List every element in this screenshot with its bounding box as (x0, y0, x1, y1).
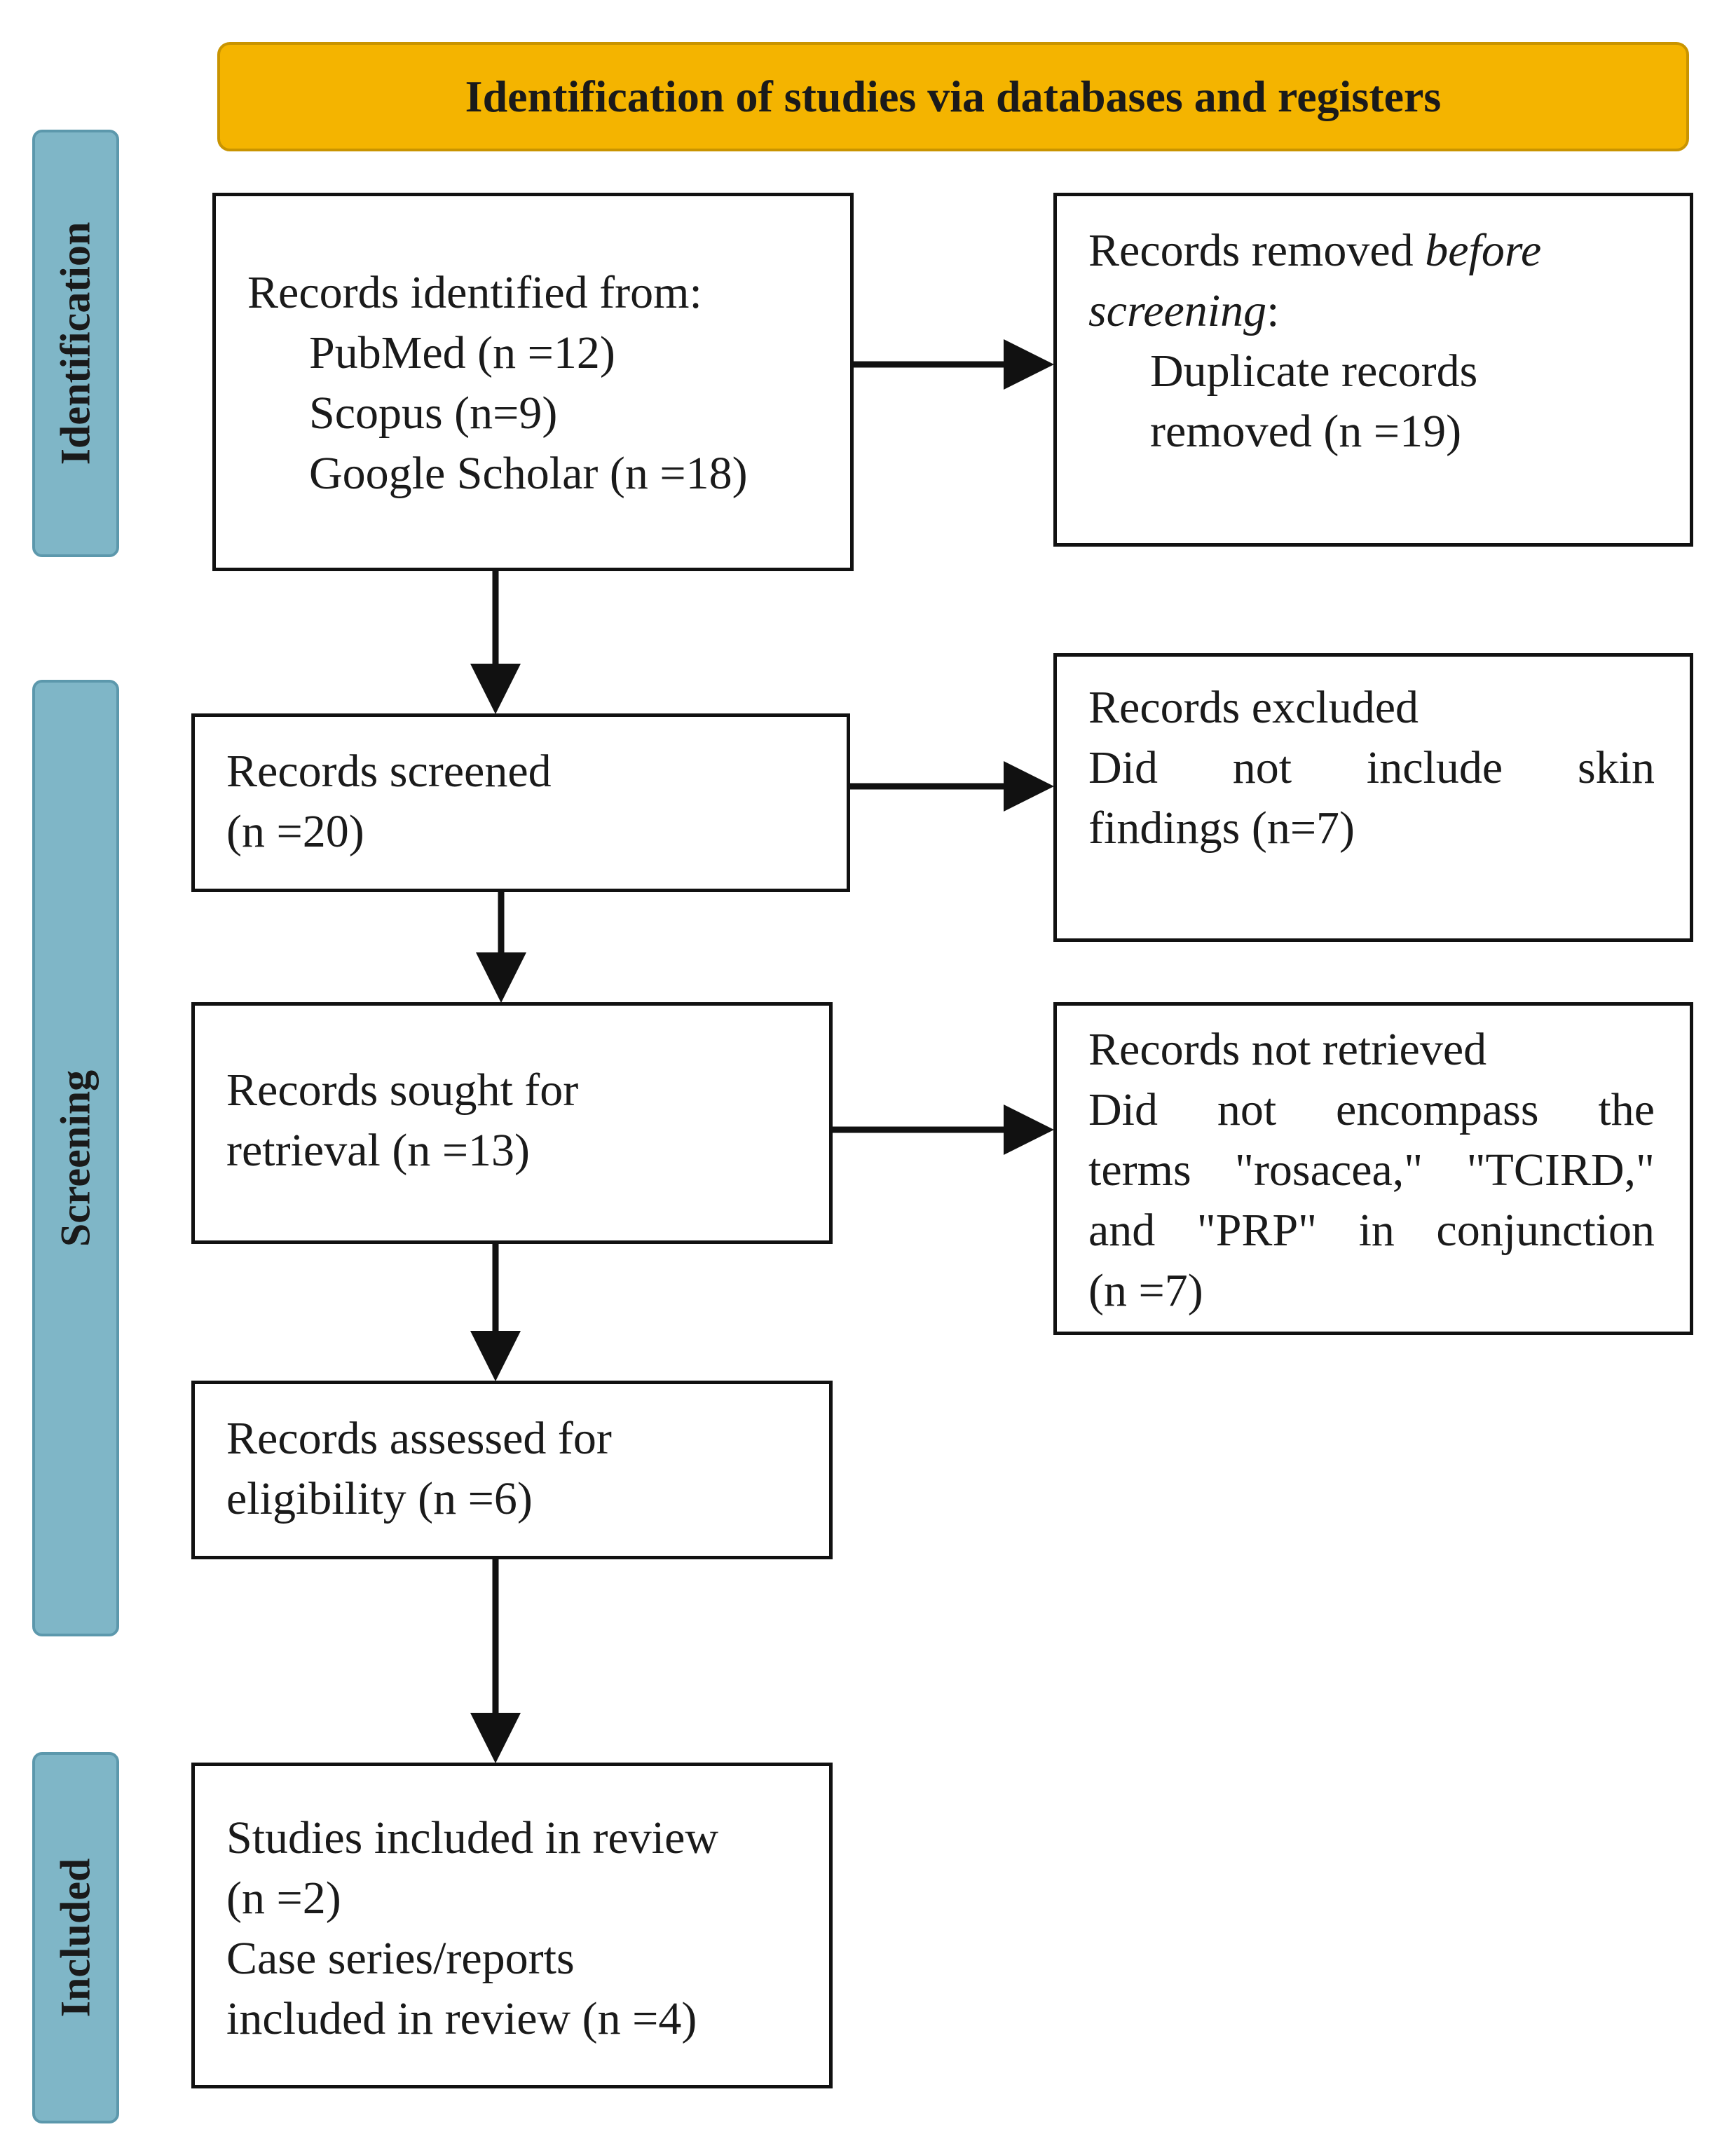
not-retrieved-detail-4: (n =7) (1088, 1265, 1203, 1316)
excluded-detail-1: Did not include skin (1088, 742, 1655, 793)
records-identified-box: Records identified from: PubMed (n =12) … (212, 193, 854, 571)
not-retrieved-detail-2: terms "rosacea," "TCIRD," (1088, 1144, 1655, 1196)
assessed-line-1: Records assessed for (226, 1413, 612, 1464)
excluded-heading: Records excluded (1088, 682, 1419, 733)
removed-detail-1: Duplicate records (1150, 346, 1478, 397)
included-line-1: Studies included in review (226, 1812, 719, 1863)
identified-heading: Records identified from: (247, 267, 702, 318)
not-retrieved-detail-3: and "PRP" in conjunction (1088, 1205, 1655, 1256)
removed-heading-plain: Records removed (1088, 225, 1426, 276)
included-line-3: Case series/reports (226, 1933, 575, 1984)
removed-heading-colon: : (1266, 285, 1280, 336)
records-not-retrieved-box: Records not retrieved Did not encompass … (1053, 1002, 1693, 1335)
removed-heading-italic-screening: screening (1088, 285, 1267, 336)
screened-line-1: Records screened (226, 746, 552, 797)
phase-screening: Screening (32, 680, 119, 1636)
removed-heading-italic-before: before (1425, 225, 1542, 276)
phase-identification: Identification (32, 130, 119, 557)
records-removed-box: Records removed before screening: Duplic… (1053, 193, 1693, 547)
not-retrieved-heading: Records not retrieved (1088, 1024, 1487, 1075)
studies-included-box: Studies included in review (n =2) Case s… (191, 1763, 833, 2088)
phase-included: Included (32, 1752, 119, 2123)
source-pubmed: PubMed (n =12) (309, 327, 615, 378)
removed-detail-2: removed (n =19) (1150, 406, 1462, 457)
screened-line-2: (n =20) (226, 806, 364, 857)
records-assessed-box: Records assessed for eligibility (n =6) (191, 1381, 833, 1559)
source-google-scholar: Google Scholar (n =18) (309, 448, 748, 499)
removed-heading-cont: screening: (1088, 281, 1690, 341)
source-scopus: Scopus (n=9) (309, 388, 558, 439)
records-sought-box: Records sought for retrieval (n =13) (191, 1002, 833, 1244)
included-line-2: (n =2) (226, 1873, 341, 1924)
identification-banner: Identification of studies via databases … (217, 42, 1689, 151)
included-line-4: included in review (n =4) (226, 1993, 697, 2044)
records-screened-box: Records screened (n =20) (191, 713, 850, 892)
not-retrieved-detail-1: Did not encompass the (1088, 1084, 1655, 1135)
removed-heading: Records removed before (1088, 221, 1690, 281)
assessed-line-2: eligibility (n =6) (226, 1473, 533, 1524)
excluded-detail-2: findings (n=7) (1088, 802, 1355, 854)
records-excluded-box: Records excluded Did not include skin fi… (1053, 653, 1693, 942)
sought-line-2: retrieval (n =13) (226, 1125, 531, 1176)
sought-line-1: Records sought for (226, 1065, 579, 1116)
banner-title: Identification of studies via databases … (465, 71, 1442, 121)
